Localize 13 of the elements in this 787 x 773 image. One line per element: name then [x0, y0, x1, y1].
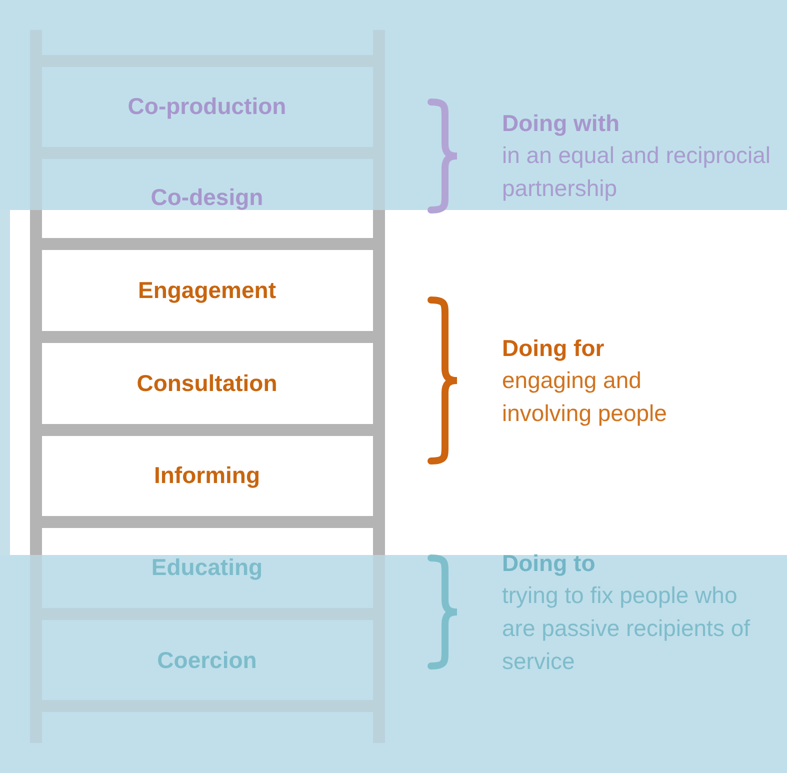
group-heading: Doing for [502, 334, 606, 363]
ladder-step-label: Co-production [128, 92, 286, 120]
ladder-step-label: Informing [154, 462, 260, 489]
ladder-step-label: Engagement [138, 276, 276, 304]
ladder-step-label: Co-design [150, 184, 264, 211]
group-description: engaging and involving people [502, 366, 668, 428]
group-description: trying to fix people who are passive recipients of service [502, 580, 752, 676]
group-heading: Doing with [502, 109, 621, 138]
group-description: in an equal and reciprocial partnership [502, 141, 772, 203]
group-heading: Doing to [502, 548, 596, 578]
ladder-step-label: Consultation [136, 370, 278, 396]
ladder-step-label: Coercion [157, 646, 257, 674]
ladder-step-label: Educating [151, 554, 263, 581]
